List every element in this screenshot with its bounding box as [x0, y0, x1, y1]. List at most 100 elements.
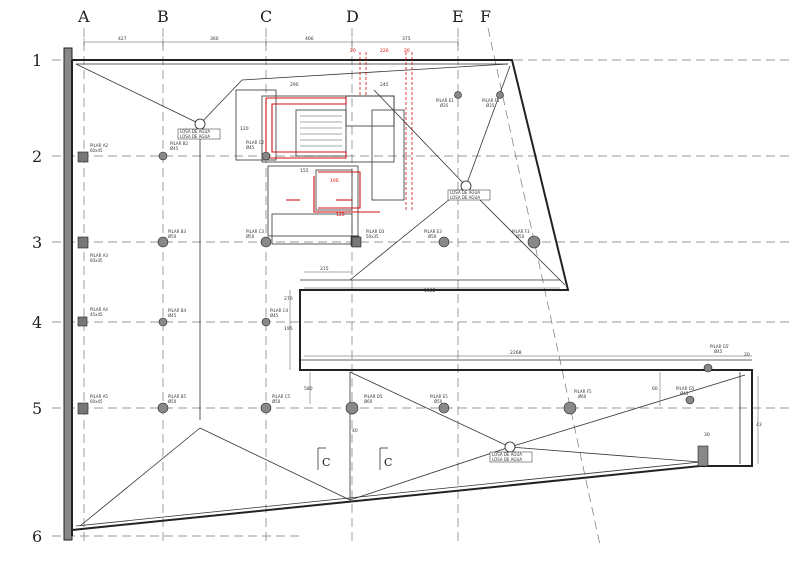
- column-a5: [77, 402, 89, 415]
- label-c2-name: PILAR C2: [246, 140, 264, 145]
- label-e5-size: Ø50: [434, 399, 443, 404]
- column-g4: [703, 363, 713, 373]
- stair-core: [235, 89, 405, 247]
- section-cut-marks: C C: [317, 447, 392, 470]
- axis-label-5: 5: [32, 399, 42, 418]
- drain-2-line-2: LOSA DE AGUA: [450, 195, 480, 200]
- dim-small-a: 215: [320, 266, 329, 272]
- axis-label-3: 3: [32, 233, 42, 252]
- column-b4: [158, 317, 168, 327]
- column-c4: [261, 317, 271, 327]
- column-b3: [157, 236, 169, 248]
- label-c3-name: PILAR C3: [246, 229, 264, 234]
- axis-label-f: F: [480, 7, 491, 26]
- label-b2-name: PILAR B2: [170, 141, 188, 146]
- label-e5-name: PILAR E5: [430, 394, 448, 399]
- slab-outline: [71, 59, 753, 532]
- column-h6: [697, 445, 709, 467]
- label-a5-name: PILAR A5: [90, 394, 108, 399]
- axis-label-a: A: [77, 7, 90, 26]
- misc-dimensions: 215 1382 2268 270 195 580 60 43 40 20 30…: [240, 82, 762, 464]
- axis-label-4: 4: [32, 313, 42, 332]
- west-retaining-wall: [63, 47, 73, 541]
- label-c2-size: Ø45: [246, 145, 255, 150]
- dim-small-d: 290: [290, 82, 299, 88]
- label-d3-name: PILAR D3: [366, 229, 385, 234]
- label-c4-name: PILAR C4: [270, 308, 288, 313]
- dim-east-side: 2268: [510, 350, 522, 356]
- column-d3: [351, 236, 362, 248]
- label-d5-name: PILAR D5: [364, 394, 383, 399]
- dim-red-low: 120: [336, 212, 345, 218]
- label-b4-size: Ø45: [168, 313, 177, 318]
- label-f3-name: PILAR F3: [512, 229, 530, 234]
- axis-column-labels: A B C D E F: [77, 7, 491, 26]
- section-mark-right: C: [384, 456, 392, 469]
- label-b5-name: PILAR B5: [168, 394, 186, 399]
- label-c4-size: Ø45: [270, 313, 279, 318]
- top-dimension-chain: 427 360 466 375: [83, 36, 459, 46]
- label-d5-size: Ø60: [364, 399, 373, 404]
- dim-top-ab: 427: [118, 36, 127, 42]
- axis-label-1: 1: [32, 51, 42, 70]
- columns-axis-a: [77, 151, 89, 415]
- drain-marker-3: LOSA DE AGUA LOSA DE AGUA: [489, 441, 533, 463]
- dim-red-mid: 100: [330, 178, 339, 184]
- column-c2: [261, 151, 271, 161]
- label-a3-size: 60x45: [90, 258, 103, 263]
- label-b5-size: Ø50: [168, 399, 177, 404]
- label-a4-size: 45x45: [90, 312, 103, 317]
- column-f3: [527, 235, 541, 249]
- label-e1-size: Ø35: [440, 103, 449, 108]
- column-a2: [77, 151, 89, 163]
- axis-label-d: D: [346, 7, 359, 26]
- drain-2-line-1: LOSA DE AGUA: [450, 190, 480, 195]
- label-e3-name: PILAR E3: [424, 229, 442, 234]
- label-g5-size: Ø45: [680, 391, 689, 396]
- label-a5-size: 60x45: [90, 399, 103, 404]
- column-d5: [345, 401, 359, 415]
- dim-top-de: 375: [402, 36, 411, 42]
- column-g5: [685, 395, 695, 405]
- label-f3-size: Ø50: [516, 234, 525, 239]
- label-g5-name: PILAR G5: [676, 386, 695, 391]
- dim-red-top-2: 220: [380, 48, 389, 54]
- dim-red-top-1: 20: [350, 48, 356, 54]
- dim-v3: 580: [304, 386, 313, 392]
- axis-label-2: 2: [32, 147, 42, 166]
- dim-v5: 20: [744, 352, 750, 358]
- dim-v2: 195: [284, 326, 293, 332]
- section-mark-left: C: [322, 456, 330, 469]
- dim-red-top-3: 20: [404, 48, 410, 54]
- label-b4-name: PILAR B4: [168, 308, 186, 313]
- label-d3-size: 50x35: [366, 234, 379, 239]
- label-b2-size: Ø45: [170, 146, 179, 151]
- label-a4-name: PILAR A4: [90, 307, 108, 312]
- axis-row-labels: 1 2 3 4 5 6: [32, 51, 42, 546]
- drainage-slope-lines: [75, 63, 746, 527]
- column-a4: [77, 316, 88, 327]
- column-b2: [158, 151, 168, 161]
- red-new-structure: 20 220 20 100 120: [265, 48, 413, 218]
- label-c3-size: Ø50: [246, 234, 255, 239]
- label-a2-name: PILAR A2: [90, 143, 108, 148]
- drain-marker-2: LOSA DE AGUA LOSA DE AGUA: [447, 180, 491, 201]
- label-f1-name: PILAR F1: [482, 98, 500, 103]
- dim-v9: 43: [756, 422, 762, 428]
- label-f1-size: Ø35: [486, 103, 495, 108]
- label-f5-name: PILAR F5: [574, 389, 592, 394]
- dim-v1: 270: [284, 296, 293, 302]
- dim-small-c: 155: [300, 168, 309, 174]
- column-c3: [260, 236, 272, 248]
- drain-1-line-1: LOSA DE AGUA: [180, 129, 210, 134]
- dim-long: 1382: [424, 288, 436, 294]
- column-b5: [157, 402, 169, 414]
- label-e3-size: Ø50: [428, 234, 437, 239]
- columns-round: [157, 91, 713, 467]
- label-c5-size: Ø50: [272, 399, 281, 404]
- axis-label-e: E: [452, 7, 464, 26]
- axis-label-b: B: [157, 7, 169, 26]
- drain-3-line-2: LOSA DE AGUA: [492, 457, 522, 462]
- column-e5: [438, 402, 450, 414]
